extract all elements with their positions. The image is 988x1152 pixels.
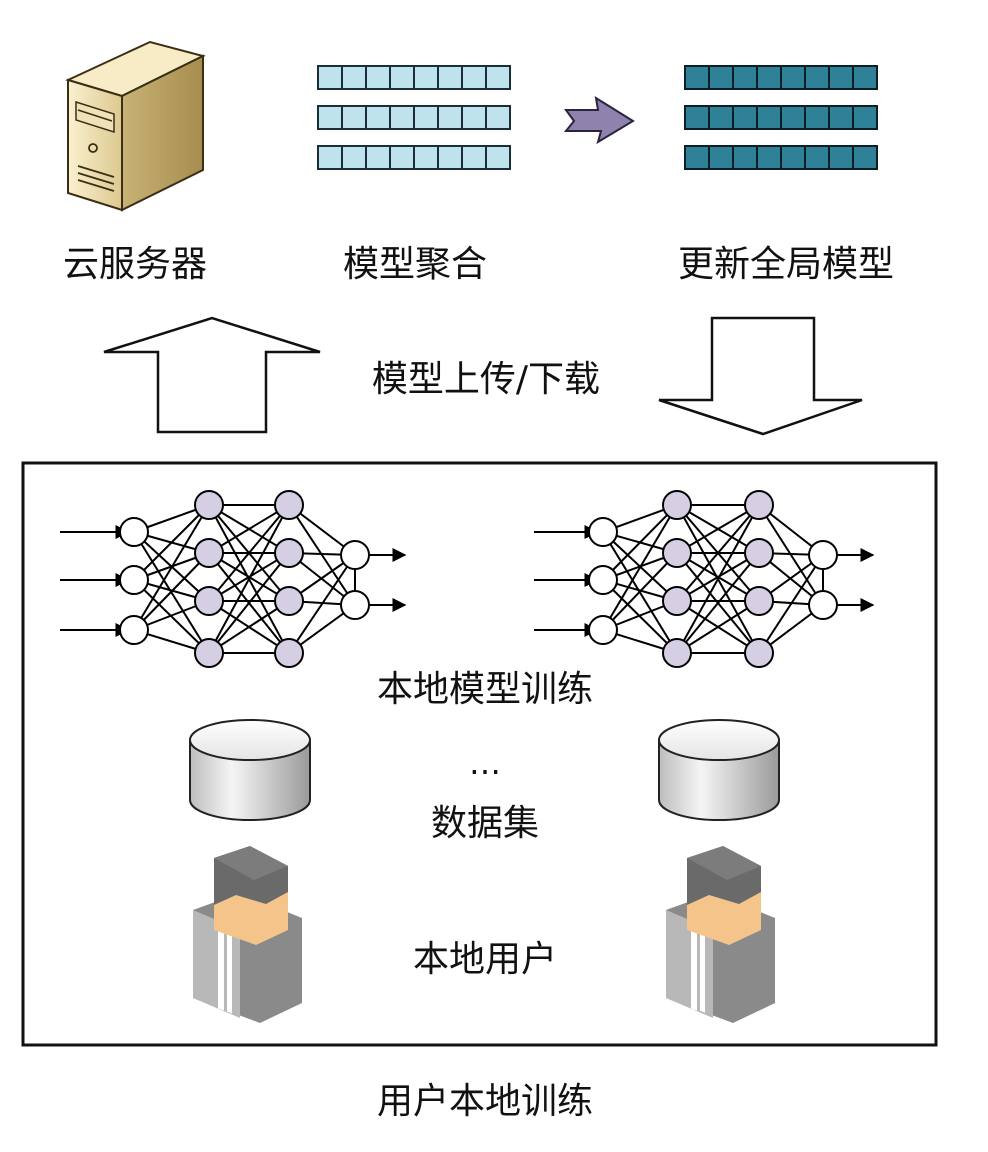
upload-download-label: 模型上传/下载: [372, 359, 600, 400]
local-training-frame: [21, 461, 938, 1047]
neural-network-left-nodes: [119, 490, 370, 668]
local-training-label: 本地模型训练: [377, 669, 593, 710]
database-icon: [658, 719, 780, 821]
figure-caption: 用户本地训练: [377, 1081, 593, 1122]
server-icon: [65, 40, 206, 212]
neural-network-right-nodes: [588, 490, 838, 668]
dataset-label: 数据集: [431, 803, 539, 844]
global-model-grid: [684, 65, 878, 170]
ellipsis: …: [469, 744, 501, 782]
neural-network-left: [60, 504, 407, 654]
neural-network-right: [534, 504, 875, 654]
model-aggregation-label: 模型聚合: [343, 244, 487, 285]
user-icon: [193, 846, 302, 1023]
database-icon: [189, 719, 311, 821]
right-arrow-icon: [563, 95, 635, 145]
download-arrow: [658, 316, 863, 436]
cloud-server-label: 云服务器: [63, 244, 207, 285]
aggregation-grid: [317, 65, 511, 170]
local-user-label: 本地用户: [413, 939, 557, 980]
user-icon: [666, 846, 775, 1023]
update-global-model-label: 更新全局模型: [678, 244, 894, 285]
upload-arrow: [103, 316, 321, 434]
